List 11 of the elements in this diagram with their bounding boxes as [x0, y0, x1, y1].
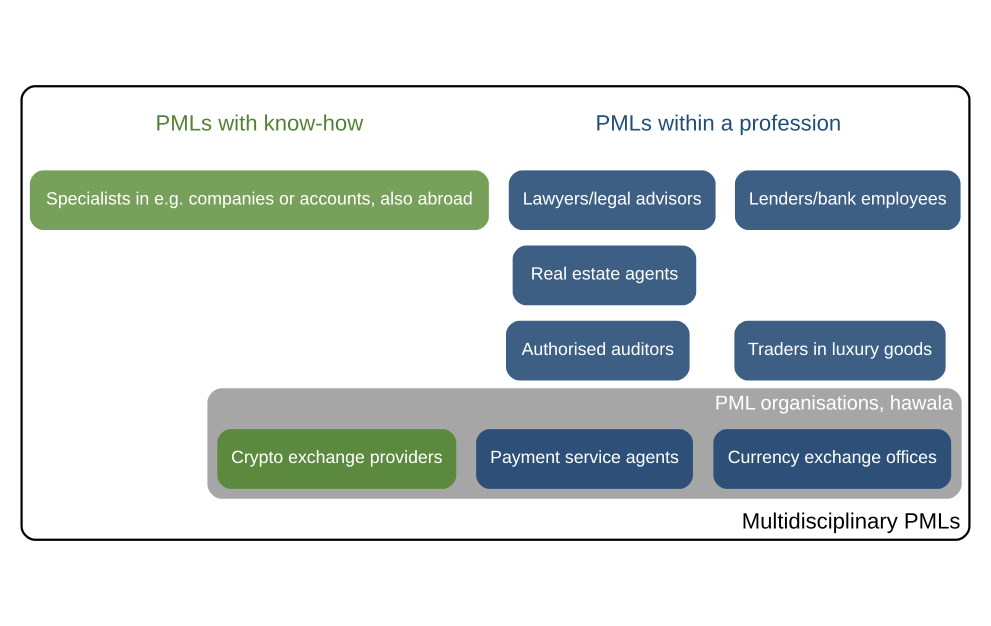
label: PMLs with know-how — [156, 110, 364, 136]
node-box: Currency exchange offices — [713, 429, 952, 489]
node-box: Specialists in e.g. companies or accounts, also abroad — [30, 170, 489, 230]
node-box: Lenders/bank employees — [734, 170, 961, 230]
node-box: Lawyers/legal advisors — [508, 170, 716, 230]
node-box: Crypto exchange providers — [217, 429, 456, 489]
node-box: Payment service agents — [476, 429, 693, 489]
label: PMLs within a profession — [595, 110, 842, 136]
node-box: Traders in luxury goods — [734, 320, 946, 380]
node-box: Real estate agents — [512, 246, 696, 306]
node-box: Authorised auditors — [506, 320, 690, 380]
